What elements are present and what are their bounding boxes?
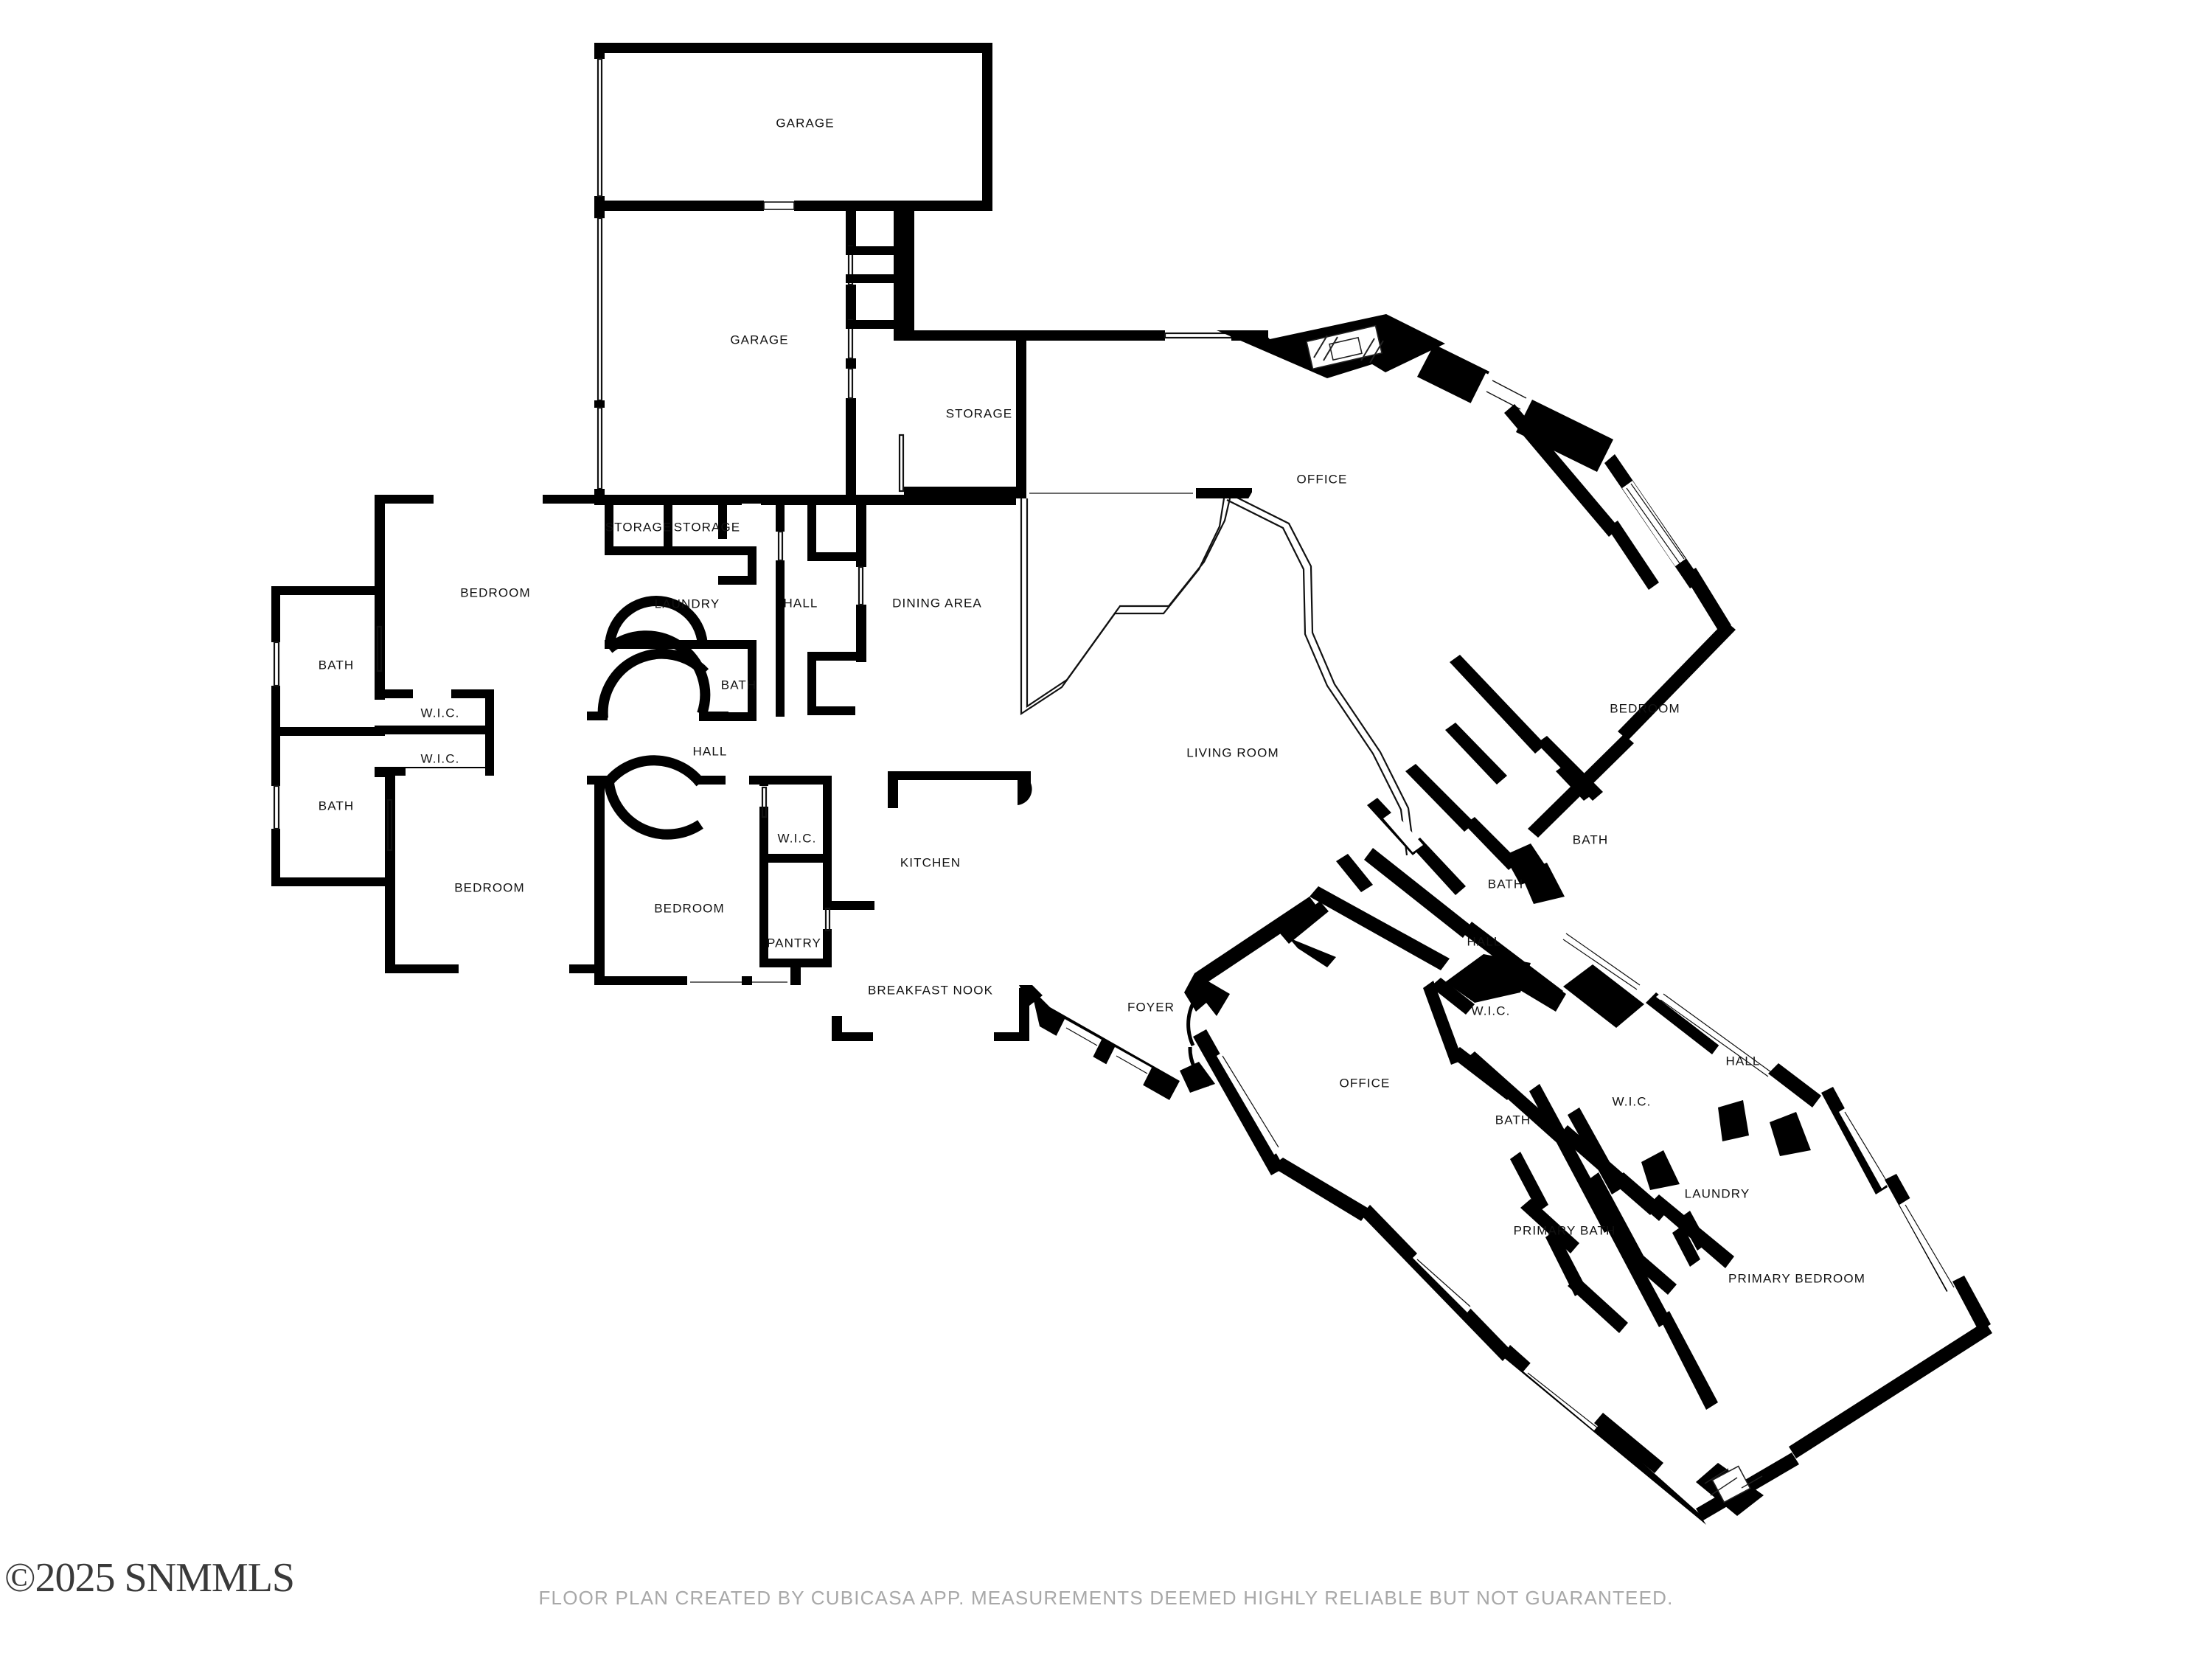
- room-label-dining-area: DINING AREA: [892, 596, 982, 610]
- room-label-bath-ne2: BATH: [1488, 877, 1523, 891]
- room-label-garage-upper: GARAGE: [776, 116, 834, 130]
- room-label-hall-center: HALL: [693, 744, 728, 758]
- room-label-primary-bath: PRIMARY BATH: [1514, 1223, 1616, 1237]
- room-label-laundry-primary: LAUNDRY: [1685, 1186, 1750, 1200]
- room-label-bath-center: BATH: [721, 678, 757, 692]
- room-label-storage-right: STORAGE: [674, 520, 741, 534]
- ne-wing-walls: [1336, 404, 1736, 904]
- garage-upper-walls: [594, 43, 992, 211]
- room-label-garage-lower: GARAGE: [730, 333, 788, 347]
- copyright-notice: ©2025 SNMMLS: [4, 1555, 295, 1601]
- room-label-laundry-main: LAUNDRY: [655, 597, 720, 611]
- room-label-bath-primary-s: BATH: [1495, 1113, 1531, 1127]
- fireplace-primary-bedroom-icon: [1696, 1463, 1764, 1516]
- room-label-bedroom-sw: BEDROOM: [454, 880, 525, 894]
- room-label-wic-primary-b: W.I.C.: [1613, 1094, 1652, 1108]
- office-north-walls: [1016, 314, 1613, 498]
- room-label-hall-n: HALL: [784, 596, 818, 610]
- fireplace-office-icon: [1305, 324, 1384, 370]
- room-label-foyer: FOYER: [1127, 1000, 1175, 1014]
- room-label-pantry: PANTRY: [767, 936, 821, 950]
- room-label-bath-nw: BATH: [319, 658, 354, 672]
- room-label-office-north: OFFICE: [1297, 472, 1348, 486]
- room-label-bedroom-nw: BEDROOM: [460, 585, 531, 599]
- office-south-walls: [1193, 886, 1450, 1221]
- west-wing-walls: [271, 495, 801, 987]
- room-label-storage-left: STORAGE: [605, 520, 672, 534]
- room-label-hall-se: HALL: [1726, 1054, 1761, 1068]
- primary-suite-walls: [1361, 848, 1992, 1525]
- living-room-outline: [1020, 495, 1416, 856]
- room-label-wic-upper: W.I.C.: [421, 706, 460, 720]
- room-label-hall-ne: HALL: [1467, 934, 1502, 948]
- disclaimer-text: FLOOR PLAN CREATED BY CUBICASA APP. MEAS…: [538, 1587, 1674, 1609]
- room-label-kitchen: KITCHEN: [900, 855, 961, 869]
- foyer-walls: [1031, 940, 1230, 1100]
- room-label-wic-lower: W.I.C.: [421, 751, 460, 765]
- room-label-living-room: LIVING ROOM: [1186, 745, 1279, 759]
- room-label-storage-main: STORAGE: [946, 406, 1013, 420]
- room-label-bath-sw: BATH: [319, 799, 354, 813]
- room-label-breakfast-nook: BREAKFAST NOOK: [868, 983, 993, 997]
- room-label-primary-bedroom: PRIMARY BEDROOM: [1728, 1271, 1865, 1285]
- room-labels: GARAGE GARAGE STORAGE STORAGE STORAGE BE…: [319, 116, 1865, 1285]
- room-label-wic-kitchen: W.I.C.: [778, 831, 817, 845]
- room-label-bedroom-ne: BEDROOM: [1610, 701, 1680, 715]
- room-label-bedroom-s: BEDROOM: [654, 901, 725, 915]
- kitchen-area-walls: [759, 771, 1043, 1041]
- living-room-window: [1224, 488, 1304, 526]
- room-label-bath-ne: BATH: [1573, 832, 1608, 846]
- room-label-office-south: OFFICE: [1340, 1076, 1391, 1090]
- dining-and-center-walls: [587, 495, 1016, 840]
- room-label-wic-primary-a: W.I.C.: [1472, 1004, 1511, 1018]
